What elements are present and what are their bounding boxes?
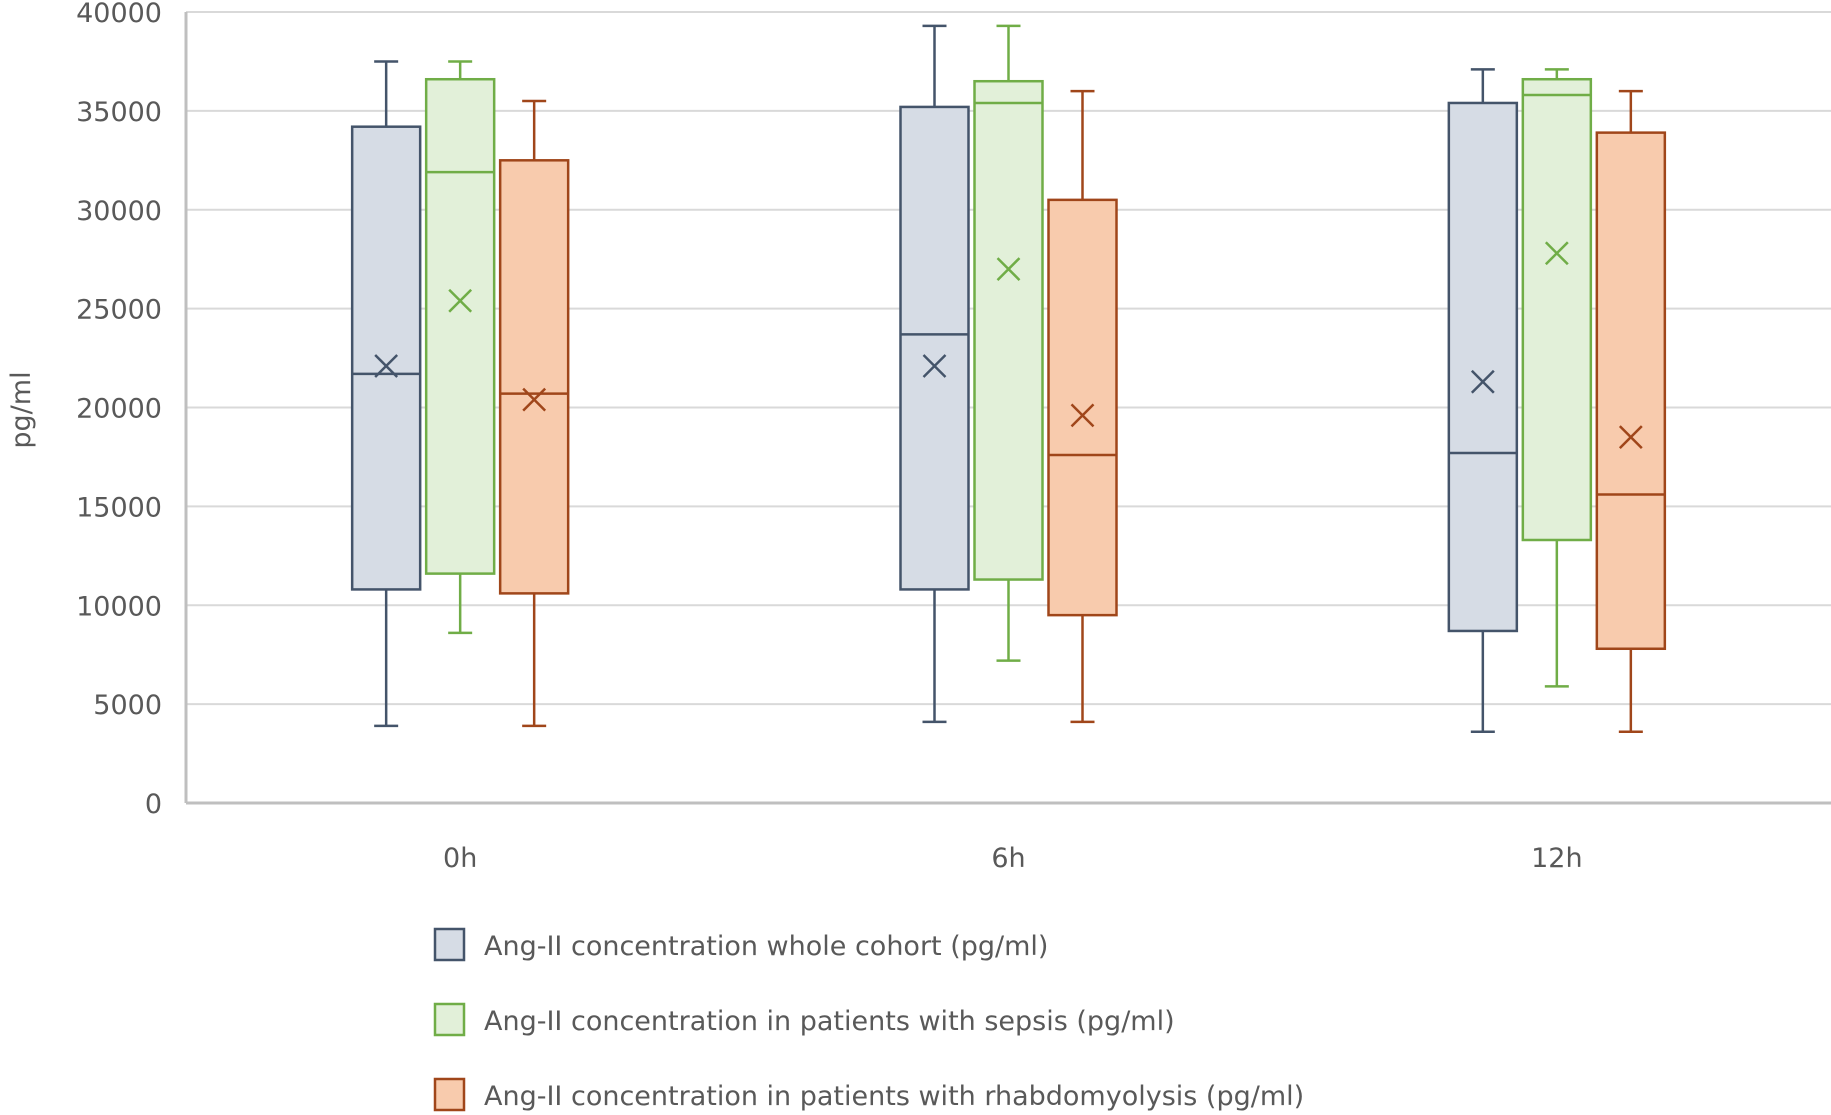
legend-swatch bbox=[433, 1077, 466, 1112]
x-axis-ticks: 0h 6h 12h bbox=[443, 843, 1583, 874]
box-iqr bbox=[1595, 131, 1667, 651]
legend-item: Ang-II concentration whole cohort (pg/ml… bbox=[433, 927, 1048, 962]
y-tick-label: 30000 bbox=[76, 196, 162, 227]
box-1-0 bbox=[899, 24, 970, 724]
mean-marker bbox=[1544, 241, 1569, 266]
box-iqr bbox=[498, 159, 570, 595]
y-tick-label: 20000 bbox=[76, 394, 162, 425]
legend-swatch bbox=[433, 1002, 466, 1037]
legend-swatch bbox=[433, 927, 466, 962]
axes bbox=[184, 12, 1831, 805]
y-tick-label: 15000 bbox=[76, 492, 162, 523]
y-tick-label: 35000 bbox=[76, 97, 162, 128]
y-tick-label: 25000 bbox=[76, 295, 162, 326]
box-1-2 bbox=[1047, 89, 1118, 724]
mean-marker bbox=[374, 354, 399, 378]
box-iqr bbox=[350, 125, 422, 591]
box-0-1 bbox=[424, 60, 496, 635]
box-2-2 bbox=[1595, 89, 1667, 734]
legend-item: Ang-II concentration in patients with se… bbox=[433, 1002, 1175, 1037]
mean-marker bbox=[996, 257, 1021, 281]
mean-marker bbox=[1470, 369, 1495, 394]
y-tick-label: 5000 bbox=[93, 690, 162, 721]
box-iqr bbox=[1521, 77, 1593, 542]
box-iqr bbox=[899, 105, 970, 591]
legend-item: Ang-II concentration in patients with rh… bbox=[433, 1077, 1304, 1112]
y-axis-label: pg/ml bbox=[6, 371, 37, 448]
y-tick-label: 0 bbox=[145, 789, 162, 820]
box-1-1 bbox=[973, 24, 1044, 662]
box-2-1 bbox=[1521, 68, 1593, 688]
y-tick-label: 10000 bbox=[76, 591, 162, 622]
box-iqr bbox=[424, 77, 496, 575]
x-tick-label: 12h bbox=[1531, 843, 1582, 874]
legend-label: Ang-II concentration in patients with se… bbox=[484, 1006, 1175, 1037]
box-0-0 bbox=[350, 60, 422, 728]
box-2-0 bbox=[1447, 68, 1519, 734]
legend-label: Ang-II concentration in patients with rh… bbox=[484, 1081, 1304, 1112]
mean-marker bbox=[1070, 403, 1095, 428]
box-iqr bbox=[1047, 198, 1118, 617]
box-iqr bbox=[1447, 101, 1519, 633]
mean-marker bbox=[922, 354, 947, 378]
y-axis-ticks: 0 5000 10000 15000 20000 25000 30000 35000 40000 bbox=[76, 0, 162, 820]
y-tick-label: 40000 bbox=[76, 0, 162, 29]
x-tick-label: 0h bbox=[443, 843, 477, 874]
x-tick-label: 6h bbox=[991, 843, 1025, 874]
mean-marker bbox=[1618, 425, 1643, 450]
legend-label: Ang-II concentration whole cohort (pg/ml… bbox=[484, 931, 1048, 962]
box-series bbox=[350, 24, 1667, 734]
box-iqr bbox=[973, 79, 1044, 581]
box-0-2 bbox=[498, 99, 570, 728]
mean-marker bbox=[522, 387, 547, 412]
legend: Ang-II concentration whole cohort (pg/ml… bbox=[433, 927, 1304, 1112]
mean-marker bbox=[448, 288, 473, 313]
